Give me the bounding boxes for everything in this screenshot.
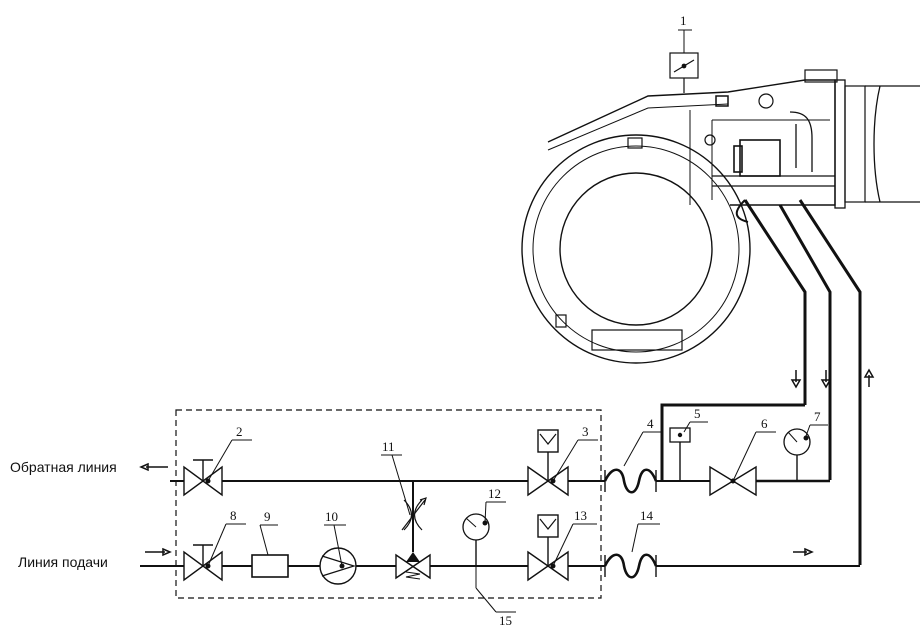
manual-valve-2 [183,459,223,497]
solenoid-valve-3 [527,429,569,497]
flow-arrow-down-icon [790,370,802,389]
callout-13: 13 [574,508,587,523]
supply-pipeline [140,547,860,567]
callout-2: 2 [236,424,243,439]
callout-12: 12 [488,486,501,501]
burner-assembly [521,52,920,364]
flow-arrow-down-icon [820,370,832,389]
hose-return [743,199,807,405]
burner-base [591,329,683,351]
flexible-hose-4 [603,468,658,494]
callout-1: 1 [680,13,687,28]
hose-to-return-line [778,204,832,480]
supply-line-label: Линия подачи [18,554,108,570]
callout-7: 7 [814,409,821,424]
return-arrow-icon [139,462,168,472]
control-box [739,139,781,177]
callout-10: 10 [325,509,338,524]
return-line-label: Обратная линия [10,459,117,475]
burner-hoses [735,199,862,565]
callout-8: 8 [230,508,237,523]
filter-9 [251,554,289,578]
callout-15: 15 [499,613,512,628]
callout-11: 11 [382,439,395,454]
flexible-hose-14 [603,553,658,579]
hose-supply [798,199,862,565]
return-pipeline [139,403,830,483]
burner-gauge-icon [758,93,774,109]
pump-module-boundary [175,409,602,599]
burner-motor-inner-ring [532,145,740,353]
callout-5: 5 [694,406,701,421]
callout-6: 6 [761,416,768,431]
burner-flange [834,79,846,209]
callout-14: 14 [640,508,654,523]
blast-tube [865,85,920,203]
burner-motor-housing [521,134,751,364]
callout-3: 3 [582,424,589,439]
manual-valve-8 [183,544,223,582]
throttle-11 [401,481,427,552]
flow-arrows [790,368,875,557]
burner-motor-face [559,172,713,326]
callouts: 1 2 3 4 5 6 7 8 9 [205,13,828,628]
supply-arrow-icon [145,547,172,557]
valve-6 [709,465,757,497]
flow-arrow-right-icon [793,547,814,557]
relief-valve [395,552,431,580]
solenoid-valve-13 [527,514,569,582]
callout-9: 9 [264,509,271,524]
hose-return-link [660,403,805,481]
flow-arrow-up-icon [863,368,875,387]
callout-4: 4 [647,416,654,431]
pressure-switch-5 [669,427,691,481]
pump-10 [319,547,357,585]
pressure-gauge-7 [783,428,811,481]
